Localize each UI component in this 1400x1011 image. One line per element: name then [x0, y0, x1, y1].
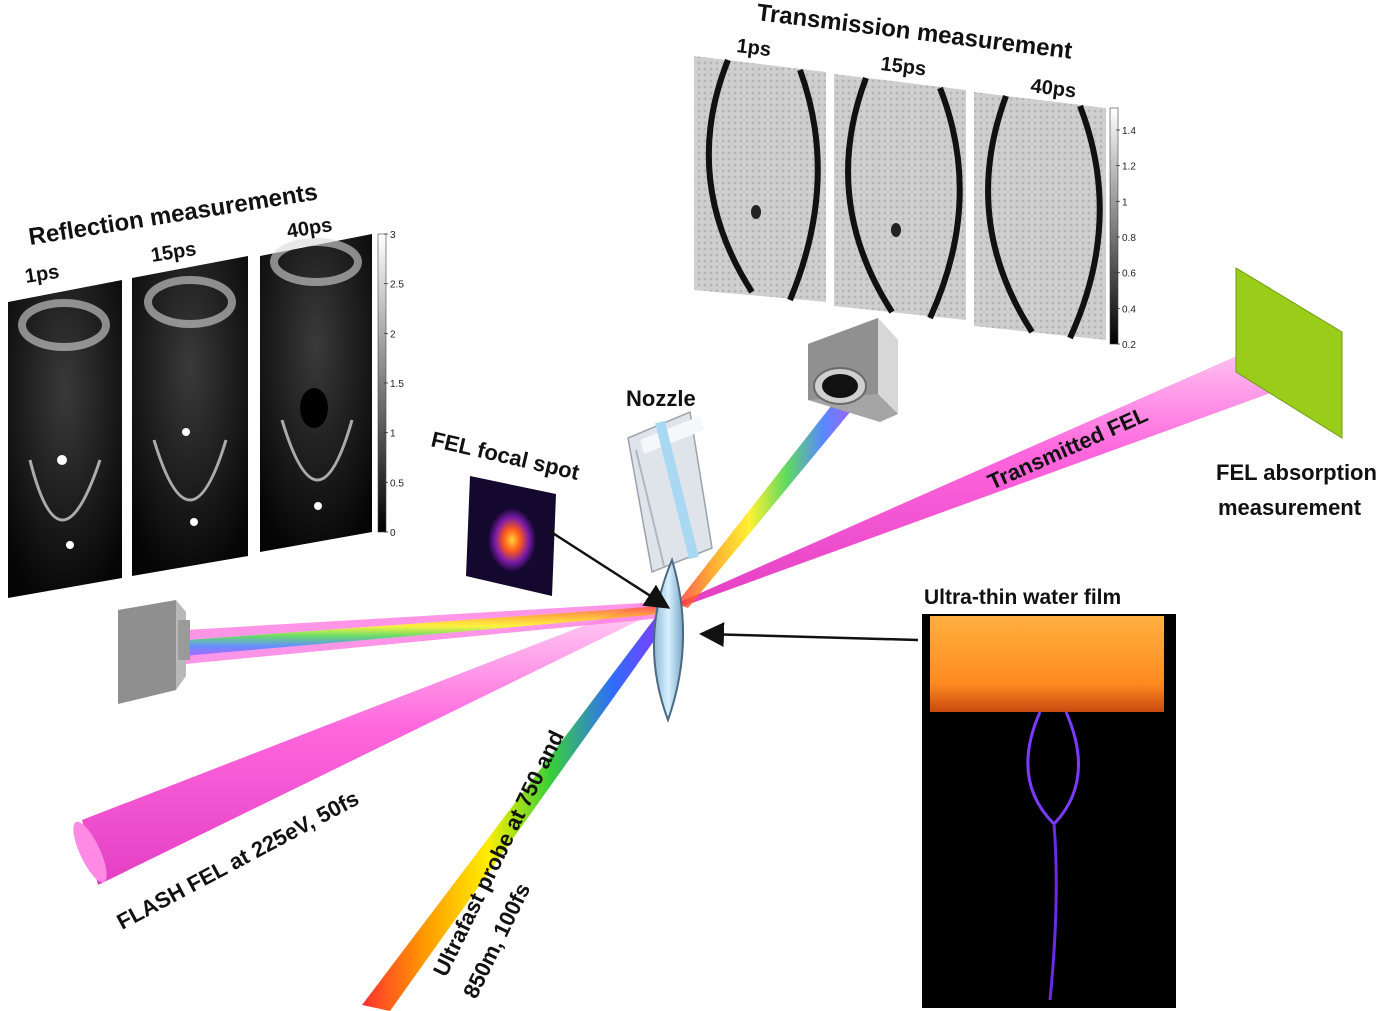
- reflection-camera: [118, 600, 190, 704]
- transmission-colorbar-tick-label: 0.8: [1122, 233, 1136, 244]
- fel-absorption-label-line1: FEL absorption: [1216, 460, 1377, 485]
- flash-fel-beam: [82, 600, 660, 885]
- transmission-colorbar-tick-label: 0.2: [1122, 340, 1136, 351]
- reflection-colorbar-tick-label: 1: [390, 429, 396, 440]
- reflection-time-1ps: 1ps: [23, 261, 60, 288]
- nozzle: [627, 410, 713, 574]
- reflection-panel-3: [260, 234, 372, 552]
- water-film-arrow: [699, 622, 919, 648]
- transmission-title: Transmission measurement: [755, 0, 1073, 65]
- water-film-image: [922, 614, 1176, 1008]
- water-sheet: [652, 557, 685, 723]
- reflection-colorbar-tick-label: 0: [390, 528, 396, 539]
- transmitted-fel-label: Transmitted FEL: [984, 402, 1152, 495]
- transmission-colorbar-tick-label: 0.6: [1122, 269, 1136, 280]
- reflection-time-15ps: 15ps: [149, 238, 197, 267]
- fel-focal-spot-label: FEL focal spot: [429, 427, 583, 486]
- reflection-colorbar-tick-label: 2: [390, 329, 396, 340]
- reflection-colorbar-tick-label: 2.5: [390, 280, 404, 291]
- transmission-panel-1: [694, 56, 826, 302]
- reflection-colorbar-ticks: 3 2.5 2 1.5 1 0.5 0: [384, 230, 404, 539]
- transmission-panel-2: [834, 74, 966, 320]
- transmission-time-40ps: 40ps: [1029, 75, 1077, 102]
- transmitted-fel-beam: [680, 328, 1312, 606]
- transmission-colorbar-tick-label: 1.4: [1122, 126, 1136, 137]
- fel-absorption-label-line2: measurement: [1218, 495, 1362, 520]
- transmission-colorbar: [1109, 107, 1119, 345]
- reflection-colorbar-tick-label: 3: [390, 230, 396, 241]
- ultrafast-probe-beam: [362, 606, 676, 1011]
- reflection-panel-2: [132, 256, 248, 576]
- transmission-time-15ps: 15ps: [879, 53, 927, 80]
- nozzle-label: Nozzle: [626, 386, 696, 411]
- reflection-panel-1: [8, 280, 122, 598]
- transmission-colorbar-tick-label: 1: [1122, 197, 1128, 208]
- transmission-panel-3: [974, 92, 1106, 340]
- transmission-colorbar-tick-label: 1.2: [1122, 162, 1136, 173]
- focal-spot-arrow: [547, 528, 671, 609]
- flash-fel-beam-end: [73, 821, 107, 883]
- reflection-colorbar-tick-label: 1.5: [390, 379, 404, 390]
- reflection-colorbar-tick-label: 0.5: [390, 478, 404, 489]
- transmission-probe-beam: [676, 392, 860, 608]
- transmission-time-1ps: 1ps: [735, 35, 772, 61]
- fel-focal-spot-image: [466, 476, 556, 596]
- reflection-probe-beam: [185, 606, 662, 656]
- transmission-colorbar-ticks: 1.4 1.2 1 0.8 0.6 0.4 0.2: [1116, 126, 1136, 351]
- water-film-label: Ultra-thin water film: [924, 586, 1121, 609]
- transmission-camera: [808, 318, 898, 422]
- absorption-screen: [1235, 267, 1343, 439]
- transmission-colorbar-tick-label: 0.4: [1122, 304, 1136, 315]
- reflection-title: Reflection measurements: [27, 179, 320, 251]
